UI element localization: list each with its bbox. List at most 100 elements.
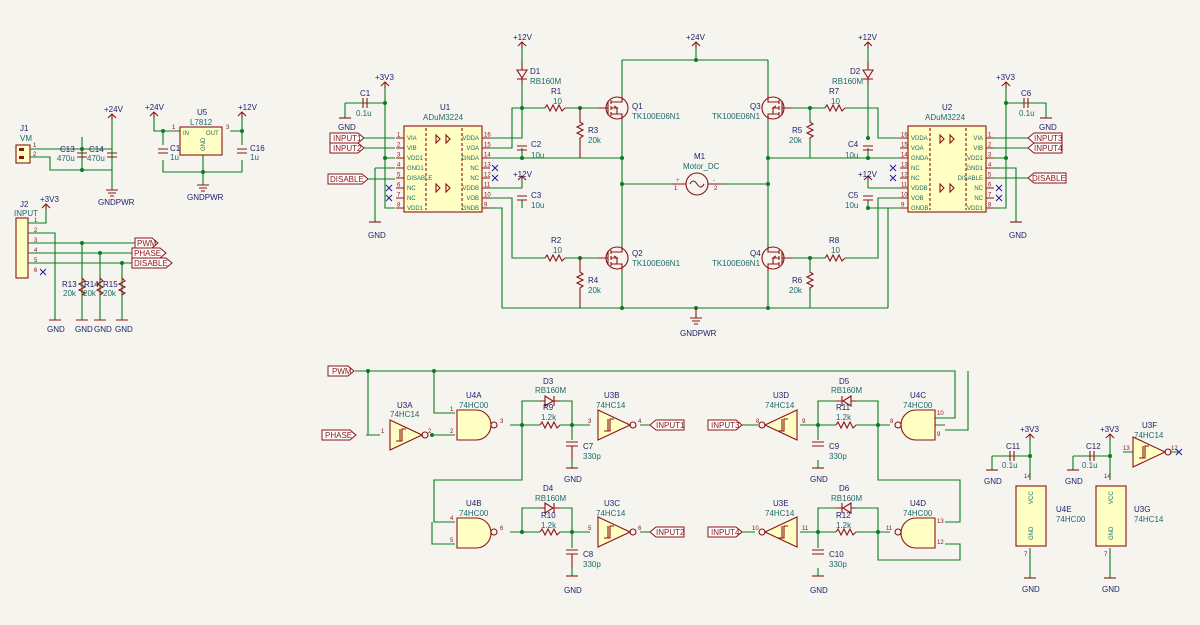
- svg-text:R10: R10: [541, 511, 556, 520]
- capacitor-c12: C12 0.1u: [1082, 442, 1101, 470]
- power-3v3-u2: +3V3: [996, 73, 1015, 88]
- svg-text:+12V: +12V: [238, 103, 258, 112]
- svg-text:R7: R7: [829, 87, 840, 96]
- label-disable-left: DISABLE: [327, 173, 369, 185]
- svg-text:3: 3: [226, 125, 230, 131]
- svg-text:U3G: U3G: [1134, 505, 1150, 514]
- svg-text:GND: GND: [94, 325, 112, 334]
- u1-left-pin-row: 7NC: [385, 193, 416, 202]
- pin-number: 12: [901, 173, 908, 179]
- resistor-r7: R7 10: [824, 87, 846, 113]
- svg-text:GND: GND: [1065, 477, 1083, 486]
- svg-text:+3V3: +3V3: [996, 73, 1015, 82]
- resistor-r2: R2 10: [544, 236, 566, 263]
- svg-text:C8: C8: [583, 550, 594, 559]
- svg-text:TK100E06N1: TK100E06N1: [632, 112, 681, 121]
- svg-text:74HC14: 74HC14: [1134, 515, 1164, 524]
- svg-text:+24V: +24V: [145, 103, 165, 112]
- c13-ref: C13: [60, 145, 75, 154]
- pin-name: GND1: [407, 166, 424, 172]
- capacitor-c5: C5 10u: [845, 191, 873, 210]
- svg-text:+3V3: +3V3: [1100, 425, 1119, 434]
- pin-number: 16: [901, 133, 908, 139]
- capacitor-c2: C2 10u: [517, 140, 544, 160]
- svg-text:INPUT4: INPUT4: [711, 528, 740, 537]
- svg-text:20k: 20k: [588, 286, 602, 295]
- pin-number: 1: [988, 133, 992, 139]
- svg-text:1: 1: [381, 429, 385, 435]
- svg-text:R11: R11: [836, 403, 851, 412]
- svg-text:74HC00: 74HC00: [903, 401, 933, 410]
- resistor-r12: R12 1.2k: [835, 511, 857, 537]
- u2-right-pin-row: 7NC: [974, 193, 1003, 202]
- svg-text:20k: 20k: [789, 136, 803, 145]
- pin-number: 8: [397, 203, 401, 209]
- svg-text:OUT: OUT: [206, 131, 219, 137]
- pin-number: 13: [484, 163, 491, 169]
- resistor-r3: R3 20k: [575, 108, 602, 158]
- label-input3-logic: INPUT3: [707, 419, 743, 431]
- svg-text:13: 13: [1123, 446, 1130, 452]
- svg-text:330p: 330p: [583, 452, 601, 461]
- svg-text:1: 1: [674, 186, 678, 192]
- capacitor-c6: C6 0.1u: [1019, 89, 1035, 118]
- svg-text:3: 3: [588, 419, 592, 425]
- svg-text:R4: R4: [588, 276, 599, 285]
- power-gnd-u3g: GND: [1102, 577, 1120, 594]
- svg-text:Q3: Q3: [750, 102, 761, 111]
- power-12v-c3: +12V: [513, 170, 533, 181]
- nand-u4a: U4A 74HC00 1 2 3: [450, 391, 504, 441]
- svg-text:R8: R8: [829, 236, 840, 245]
- power-3v3-j2: +3V3: [40, 195, 59, 210]
- pin-name: NC: [911, 166, 920, 172]
- power-gnd-u1: GND: [368, 221, 386, 240]
- svg-text:1.2k: 1.2k: [836, 521, 852, 530]
- power-gndpwr-j1: GNDPWR: [98, 189, 135, 207]
- svg-text:PHASE: PHASE: [325, 431, 352, 440]
- svg-text:RB160M: RB160M: [535, 494, 566, 503]
- svg-text:+24V: +24V: [104, 105, 124, 114]
- c13-value: 470u: [57, 154, 75, 163]
- power-12v-u5: +12V: [237, 103, 258, 118]
- no-connect-mark: [491, 174, 499, 182]
- inverter-u3f: U3F 74HC14 13 12: [1123, 421, 1183, 468]
- svg-text:+: +: [676, 178, 680, 184]
- pin-name: VOA: [466, 146, 479, 152]
- label-input2-left: INPUT2: [329, 142, 365, 154]
- pin-name: VOB: [466, 196, 479, 202]
- capacitor-c13: C13 470u: [57, 145, 87, 163]
- svg-text:R1: R1: [551, 87, 562, 96]
- svg-text:C1: C1: [170, 144, 181, 153]
- power-gnd-c7: GND: [564, 467, 582, 484]
- svg-text:IN: IN: [183, 131, 189, 137]
- svg-text:74HC14: 74HC14: [1134, 431, 1164, 440]
- svg-text:C6: C6: [1021, 89, 1032, 98]
- svg-text:D1: D1: [530, 67, 541, 76]
- svg-text:+12V: +12V: [513, 170, 533, 179]
- svg-text:PWM: PWM: [332, 367, 352, 376]
- pin-number: 7: [397, 193, 401, 199]
- label-input1-left: INPUT1: [329, 132, 365, 144]
- svg-text:D5: D5: [839, 377, 850, 386]
- svg-text:GNDPWR: GNDPWR: [98, 198, 135, 207]
- svg-text:5: 5: [34, 258, 38, 264]
- svg-text:14: 14: [1024, 474, 1031, 480]
- svg-text:74HC14: 74HC14: [390, 410, 420, 419]
- svg-text:20k: 20k: [588, 136, 602, 145]
- pin-number: 15: [484, 143, 491, 149]
- svg-text:C2: C2: [531, 140, 542, 149]
- svg-text:0.1u: 0.1u: [1019, 109, 1035, 118]
- pin-number: 1: [397, 133, 401, 139]
- mosfet-q4: Q4 TK100E06N1: [712, 245, 792, 271]
- svg-text:VCC: VCC: [1109, 491, 1115, 504]
- capacitor-c15: C1 1u: [158, 144, 181, 162]
- svg-text:INPUT2: INPUT2: [333, 144, 362, 153]
- svg-text:1u: 1u: [170, 153, 179, 162]
- power-12v-d1: +12V: [513, 33, 533, 48]
